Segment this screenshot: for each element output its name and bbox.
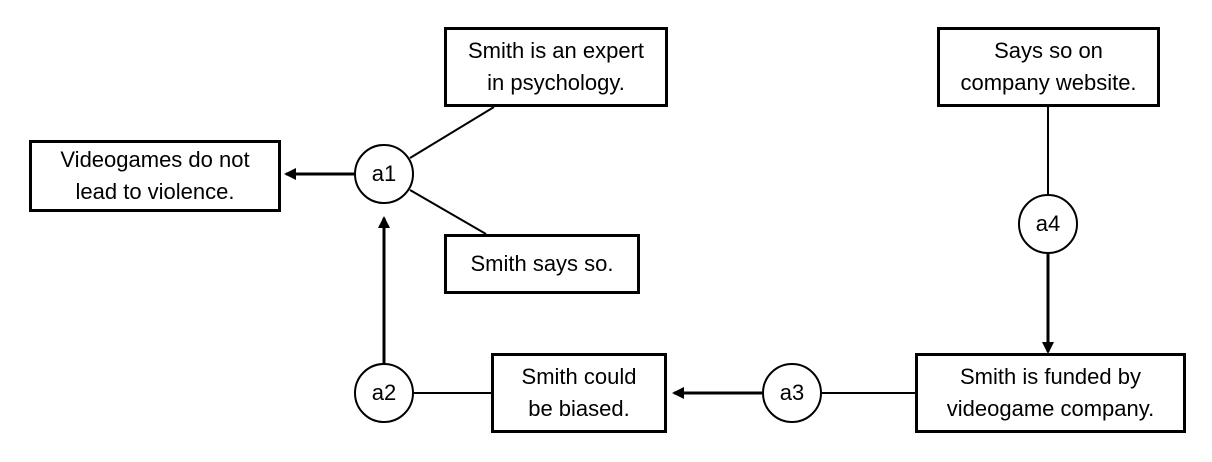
argument-node-a1: a1 <box>354 144 414 204</box>
argument-node-a2: a2 <box>354 363 414 423</box>
claim-website-line-2: company website. <box>960 70 1137 95</box>
claim-says-so-line-1: Smith says so. <box>470 251 614 276</box>
claim-funded-line-1: Smith is funded by <box>960 364 1141 389</box>
argument-node-a4: a4 <box>1018 194 1078 254</box>
claim-funded: Smith is funded by videogame company. <box>915 353 1186 433</box>
claim-expert-line-2: in psychology. <box>487 70 625 95</box>
claim-biased-line-1: Smith could <box>521 364 637 389</box>
argument-node-a4-label: a4 <box>1035 211 1061 236</box>
claim-funded-line-2: videogame company. <box>946 396 1155 421</box>
argument-node-a3-label: a3 <box>779 380 805 405</box>
claim-conclusion-line-1: Videogames do not <box>60 147 250 172</box>
claim-website-line-1: Says so on <box>994 38 1103 63</box>
claim-says-so: Smith says so. <box>444 234 640 294</box>
claim-conclusion: Videogames do not lead to violence. <box>29 140 281 212</box>
edge-saysso-to-a1 <box>409 189 487 235</box>
claim-website: Says so on company website. <box>937 27 1160 107</box>
claim-biased: Smith could be biased. <box>491 353 667 433</box>
argument-node-a2-label: a2 <box>371 380 397 405</box>
claim-biased-line-2: be biased. <box>528 396 630 421</box>
argument-node-a3: a3 <box>762 363 822 423</box>
edge-expert-to-a1 <box>409 106 495 159</box>
argument-node-a1-label: a1 <box>371 161 397 186</box>
claim-expert: Smith is an expert in psychology. <box>444 27 668 107</box>
claim-expert-line-1: Smith is an expert <box>467 38 645 63</box>
claim-conclusion-line-2: lead to violence. <box>75 179 235 204</box>
